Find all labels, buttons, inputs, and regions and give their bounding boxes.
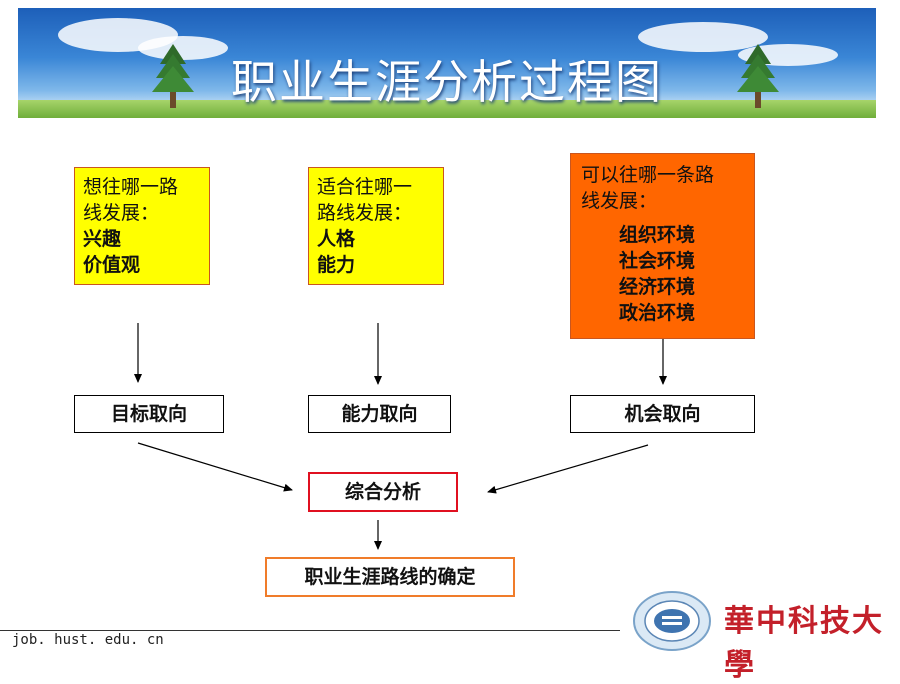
page-title: 职业生涯分析过程图 (231, 55, 663, 109)
box-text: 可以往哪一条路 (581, 164, 715, 186)
environment-item: 社会环境 (619, 250, 696, 272)
cloud (138, 36, 228, 60)
grass-strip (18, 100, 876, 118)
environment-item: 组织环境 (619, 224, 696, 246)
ability-orientation-box: 能力取向 (308, 395, 451, 433)
box-text: 线发展： (581, 190, 658, 212)
environment-item: 政治环境 (619, 302, 696, 324)
opportunity-orientation-box: 机会取向 (570, 395, 755, 433)
box-item: 人格 (317, 228, 356, 250)
university-name: 華中科技大學 (724, 604, 884, 683)
footer-url: job. hust. edu. cn (12, 632, 164, 648)
box-text: 想往哪一路 (83, 176, 179, 198)
arrow-goal-to-synthesis (137, 442, 293, 492)
environment-item: 经济环境 (619, 276, 696, 298)
university-seal-icon (633, 591, 711, 651)
result-box: 职业生涯路线的确定 (265, 557, 515, 597)
box-text: 线发展： (83, 202, 160, 224)
box-item: 能力 (317, 254, 356, 276)
question-box-ability: 适合往哪一 路线发展： 人格 能力 (308, 167, 444, 285)
box-text: 路线发展： (317, 202, 413, 224)
pine-tree-icon (737, 44, 779, 108)
synthesis-box: 综合分析 (308, 472, 458, 512)
box-item: 兴趣 (83, 228, 122, 250)
footer-divider (0, 630, 620, 631)
question-box-interest: 想往哪一路 线发展： 兴趣 价值观 (74, 167, 210, 285)
header-banner: 职业生涯分析过程图 (18, 8, 876, 118)
cloud (638, 22, 768, 52)
pine-tree-icon (152, 44, 194, 108)
question-box-environment: 可以往哪一条路 线发展： 组织环境 社会环境 经济环境 政治环境 (570, 153, 755, 339)
goal-orientation-box: 目标取向 (74, 395, 224, 433)
box-text: 适合往哪一 (317, 176, 413, 198)
arrow-opportunity-to-synthesis (487, 444, 649, 494)
box-item: 价值观 (83, 254, 141, 276)
